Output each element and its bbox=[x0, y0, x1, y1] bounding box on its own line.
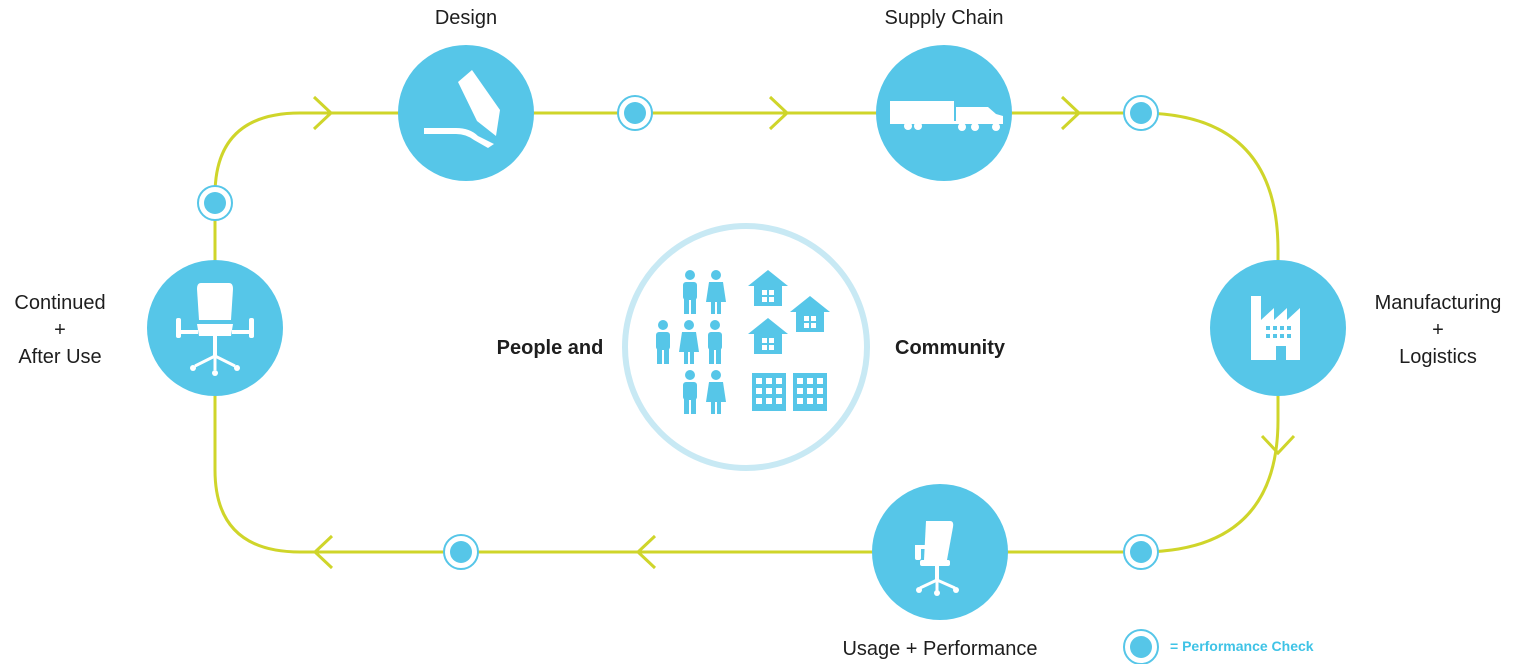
arrow-right-icon bbox=[1060, 95, 1082, 131]
stage-after-use bbox=[147, 260, 283, 396]
performance-check-icon bbox=[443, 534, 479, 570]
office-chair-front-icon bbox=[176, 283, 254, 376]
arrow-right-icon bbox=[768, 95, 790, 131]
label-usage: Usage + Performance bbox=[842, 638, 1038, 660]
label-people-and: People and bbox=[496, 337, 604, 359]
truck-icon bbox=[890, 101, 1003, 131]
stage-usage bbox=[872, 484, 1008, 620]
label-manufacturing-line-3: Logistics bbox=[1399, 346, 1477, 368]
label-after-use: Continued + After Use bbox=[0, 290, 120, 371]
stage-supply-chain bbox=[876, 45, 1012, 181]
performance-check-icon bbox=[617, 95, 653, 131]
label-manufacturing-line-1: Manufacturing bbox=[1374, 292, 1502, 314]
pen-icon bbox=[424, 70, 500, 148]
label-community: Community bbox=[895, 337, 1005, 359]
arrow-down-icon bbox=[1260, 434, 1296, 456]
performance-check-icon bbox=[197, 185, 233, 221]
arrow-left-icon bbox=[635, 534, 657, 570]
office-chair-icon bbox=[915, 521, 959, 596]
houses-icon bbox=[748, 270, 830, 354]
arrow-left-icon bbox=[312, 534, 334, 570]
label-after-use-line-2: + bbox=[54, 319, 66, 341]
buildings-icon bbox=[752, 373, 827, 411]
people-icon bbox=[656, 270, 726, 414]
lifecycle-track bbox=[213, 111, 1280, 554]
stage-manufacturing bbox=[1210, 260, 1346, 396]
label-manufacturing-line-2: + bbox=[1432, 319, 1444, 341]
legend-performance-check-label: = Performance Check bbox=[1170, 638, 1314, 654]
label-manufacturing: Manufacturing + Logistics bbox=[1358, 290, 1518, 371]
label-after-use-line-3: After Use bbox=[18, 346, 102, 368]
legend-performance-check-icon bbox=[1123, 629, 1159, 664]
people-community-ring bbox=[622, 223, 870, 471]
label-design: Design bbox=[434, 7, 498, 29]
arrow-right-icon bbox=[312, 95, 334, 131]
performance-check-icon bbox=[1123, 534, 1159, 570]
label-after-use-line-1: Continued bbox=[14, 292, 106, 314]
factory-icon bbox=[1251, 296, 1300, 360]
label-supply-chain: Supply Chain bbox=[884, 7, 1004, 29]
performance-check-markers bbox=[197, 95, 1159, 570]
stage-design bbox=[398, 45, 534, 181]
performance-check-icon bbox=[1123, 95, 1159, 131]
